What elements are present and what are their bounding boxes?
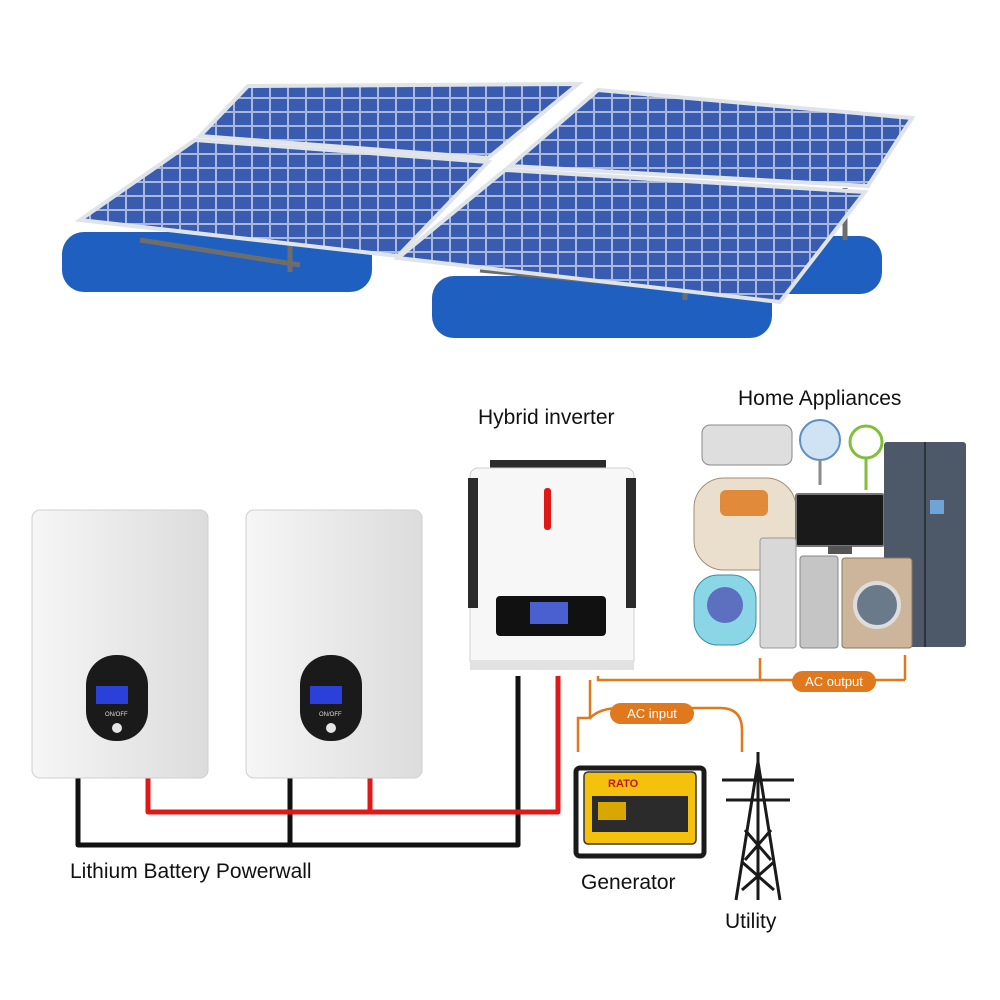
utility-tower-icon — [722, 752, 794, 901]
tv-icon — [795, 493, 885, 547]
fridge-gray-icon — [799, 555, 839, 649]
ac-output-badge: AC output — [792, 671, 876, 692]
generator-label: Generator — [581, 871, 676, 894]
solar-panel-front-right — [393, 167, 869, 305]
red-cable — [145, 676, 561, 815]
battery-1-screen — [96, 686, 128, 704]
generator-brand: RATO — [608, 778, 639, 790]
battery-2-screen — [310, 686, 342, 704]
home-appliances-label: Home Appliances — [738, 387, 902, 410]
battery-2-power-button[interactable] — [326, 723, 336, 733]
inverter-red-indicator — [544, 488, 551, 530]
generator-icon: RATO — [573, 765, 707, 859]
home-appliances — [693, 419, 966, 649]
table-fan-icon — [799, 419, 841, 461]
ac-output-line — [596, 658, 762, 682]
hybrid-inverter-label: Hybrid inverter — [478, 406, 615, 429]
black-cable — [75, 676, 521, 848]
battery-2 — [245, 509, 423, 779]
ac-input-line — [576, 680, 592, 752]
solar-panel-back-left — [195, 81, 584, 161]
battery-1-power-button[interactable] — [112, 723, 122, 733]
battery-label: Lithium Battery Powerwall — [70, 860, 312, 883]
hybrid-inverter — [468, 460, 636, 670]
battery-2-button-label: ON/OFF — [319, 712, 342, 718]
battery-1-button-label: ON/OFF — [105, 712, 128, 718]
utility-label: Utility — [725, 910, 777, 933]
solar-array — [62, 81, 916, 338]
float-left — [62, 232, 372, 292]
dc-cables — [75, 676, 561, 848]
battery-1 — [31, 509, 209, 779]
standing-fan-icon — [848, 424, 884, 490]
ac-input-badge: AC input — [610, 703, 694, 724]
solar-panel-back-right — [504, 87, 916, 189]
fridge-silver-icon — [759, 537, 797, 649]
air-conditioner-icon — [701, 424, 793, 466]
